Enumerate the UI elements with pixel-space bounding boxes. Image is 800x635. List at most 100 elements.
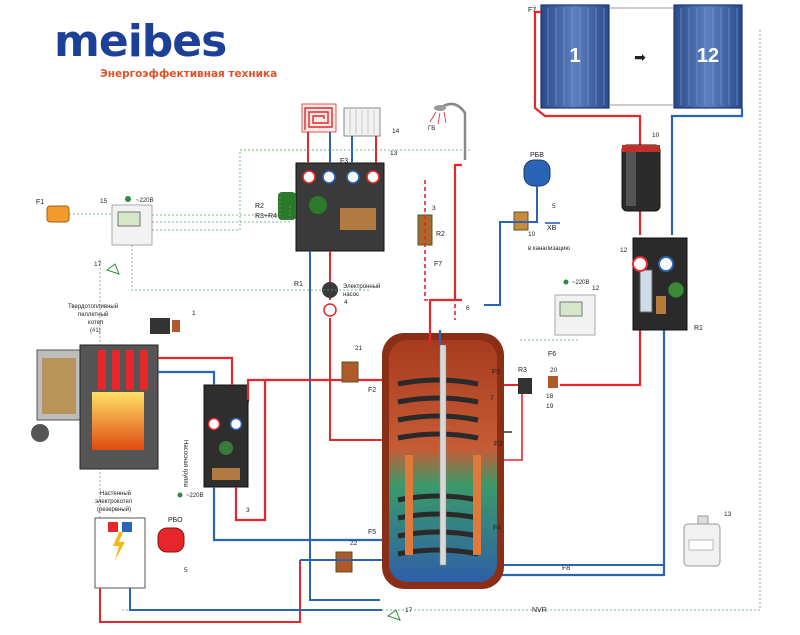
boiler-pump-group xyxy=(203,384,249,488)
fluid-canister xyxy=(683,515,721,567)
thermal-valve xyxy=(150,318,180,334)
sensor-17-top xyxy=(105,263,120,275)
label-gv: ГВ xyxy=(428,126,435,132)
collector-first-label: 1 xyxy=(569,45,580,67)
storage-tank xyxy=(382,333,504,589)
label-f7-top: F7 xyxy=(528,7,536,14)
tank-top-pipes xyxy=(428,163,462,345)
power-plug-icon-b xyxy=(177,492,183,498)
label-f4: F4 xyxy=(493,525,501,532)
label-f5-b: F5 xyxy=(368,529,376,536)
solar-pump-station xyxy=(632,237,688,331)
callout-6: 6 xyxy=(466,305,470,312)
label-220-c: ~220В xyxy=(572,280,590,286)
underfloor-heating xyxy=(301,103,337,133)
label-rbv: РБВ xyxy=(530,152,544,159)
mixing-valve-21 xyxy=(341,361,359,383)
label-drain: в канализацию xyxy=(528,246,570,252)
label-f7-mid: F7 xyxy=(434,261,442,268)
callout-16: 14 xyxy=(392,128,400,135)
radiator xyxy=(343,107,381,137)
f1-sensor xyxy=(46,205,70,223)
electronic-pump xyxy=(322,282,338,317)
callout-17-top: 17 xyxy=(94,261,102,268)
plate-exchanger xyxy=(518,376,558,394)
vertical-label: Насосная группа xyxy=(182,440,188,488)
label-r1-left: R1 xyxy=(294,281,303,288)
label-xv: ХВ xyxy=(547,225,557,232)
label-boiler-3: котел xyxy=(88,320,104,326)
label-f8: F8 xyxy=(562,565,570,572)
label-220-b: ~220В xyxy=(186,493,204,499)
pellet-boiler xyxy=(31,344,159,470)
rbv-expansion-tank xyxy=(523,159,551,187)
solar-loop-pipes xyxy=(480,10,744,577)
solar-expansion-tank xyxy=(621,144,661,212)
heating-circuit-pipes xyxy=(307,132,380,601)
callout-7: 7 xyxy=(490,395,494,402)
meibes-logo: meibes Энергоэффективная техника xyxy=(54,16,277,84)
heating-pump-group xyxy=(278,162,385,252)
callout-13: 13 xyxy=(724,511,732,518)
callout-1: 1 xyxy=(192,310,196,317)
callout-5-left: 5 xyxy=(184,567,188,574)
label-r1-right: R1 xyxy=(694,325,703,332)
power-plug-icon-a xyxy=(125,196,131,202)
label-wall-1: Настенный xyxy=(100,490,131,497)
solar-collector-1: 1 xyxy=(540,4,610,109)
mixing-valve-22 xyxy=(335,551,353,573)
callout-20: 20 xyxy=(550,367,558,374)
callout-5-right: 5 xyxy=(552,203,556,210)
power-plug-icon-c xyxy=(563,279,569,285)
label-pump-1: Электронный xyxy=(343,283,380,290)
controller-14 xyxy=(111,204,153,246)
callout-17-bottom: 17 xyxy=(405,607,413,614)
callout-12: 12 xyxy=(592,285,600,292)
label-f2: F2 xyxy=(368,387,376,394)
label-wall-2: электрокотел xyxy=(95,499,133,505)
label-r3r4: R3+R4 xyxy=(255,213,277,220)
label-f5-a: F5 xyxy=(492,369,500,376)
label-r2-left: R2 xyxy=(255,203,264,210)
label-r2-mid: R2 xyxy=(436,231,445,238)
callout-18: 18 xyxy=(546,393,554,400)
label-f6: F6 xyxy=(548,351,556,358)
collector-last-label: 12 xyxy=(697,45,719,67)
label-boiler-4: (#1) xyxy=(90,328,101,334)
callout-4: 4 xyxy=(344,299,348,306)
label-rbo: РБО xyxy=(168,517,183,524)
label-220-a: ~220В xyxy=(136,198,154,204)
solar-collector-12: 12 xyxy=(673,4,743,109)
logo-wordmark: meibes xyxy=(54,16,227,67)
callout-15: 13 xyxy=(390,150,398,157)
label-f3-top: F3 xyxy=(340,158,348,165)
label-pump-2: насос xyxy=(343,292,359,298)
logo-tagline: Энергоэффективная техника xyxy=(100,68,278,80)
bottom-pipes xyxy=(300,559,664,566)
callout-10: 10 xyxy=(652,132,660,139)
callout-19: 19 xyxy=(546,403,554,410)
wall-electric-boiler xyxy=(94,517,146,589)
label-boiler-1: Твердотопливный xyxy=(68,303,118,310)
callout-11: 12 xyxy=(620,247,628,254)
signal-wires xyxy=(69,30,761,611)
callout-2: 2 xyxy=(246,399,250,406)
callout-21: 21 xyxy=(355,345,363,352)
callout-14: 15 xyxy=(100,198,108,205)
boiler-pipes xyxy=(158,356,382,542)
label-f1: F1 xyxy=(36,199,44,206)
callout-3-bottom: 3 xyxy=(246,507,250,514)
label-wall-3: (резервный) xyxy=(97,506,131,513)
rbo-expansion-tank xyxy=(157,527,185,553)
callout-8: 10 xyxy=(528,231,536,238)
wall-boiler-pipes xyxy=(99,560,382,623)
label-nvr: NVR xyxy=(532,607,547,614)
collector-arrow-icon: ➡ xyxy=(634,50,646,66)
label-f3-mid: F3 xyxy=(494,441,502,448)
label-boiler-2: пеллетный xyxy=(78,311,108,318)
callout-22: 22 xyxy=(350,540,358,547)
callout-3-top: 3 xyxy=(432,205,436,212)
controller-12 xyxy=(554,294,596,336)
